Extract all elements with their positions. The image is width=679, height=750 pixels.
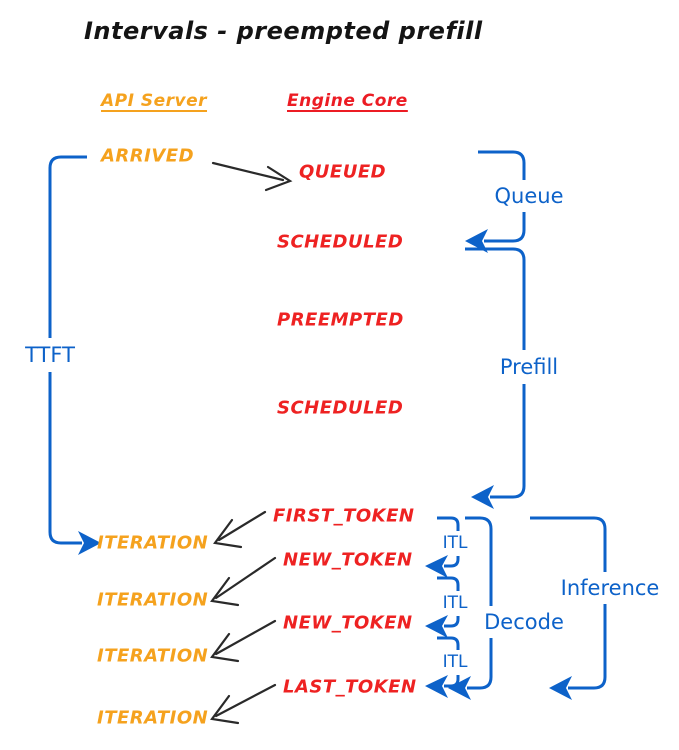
inference-arrowhead [549,676,572,700]
arrow-last-token-to-iteration [214,683,277,718]
decode-bracket [465,516,493,606]
interval-label-inference: Inference [560,576,660,600]
state-scheduled-1: SCHEDULED [277,231,404,253]
state-arrived: ARRIVED [101,145,195,167]
interval-label-queue: Queue [494,184,564,208]
state-new-token-2: NEW_TOKEN [283,612,413,634]
ttft-bracket [48,155,87,338]
prefill-bracket-lower [490,384,526,499]
state-new-token-1: NEW_TOKEN [283,549,413,571]
state-iteration-4: ITERATION [97,707,209,729]
state-iteration-3: ITERATION [97,645,209,667]
state-preempted: PREEMPTED [277,309,404,331]
arrow-new-token-head-2 [210,632,240,663]
interval-label-decode: Decode [484,610,564,634]
ttft-bracket-lower [48,372,82,545]
arrow-new-token-to-iteration-1 [214,556,277,600]
arrow-last-token-head [210,694,240,725]
decode-arrowhead [448,676,471,700]
arrow-new-token-to-iteration-2 [214,619,277,656]
queue-bracket [478,150,526,180]
interval-label-itl-2: ITL [442,593,468,613]
state-first-token: FIRST_TOKEN [273,505,415,527]
itl-arrowhead-1 [425,555,448,578]
column-header-engine-core: Engine Core [287,91,408,111]
state-iteration-2: ITERATION [97,589,209,611]
interval-label-itl-3: ITL [442,652,468,672]
column-header-api-server: API Server [101,91,208,111]
arrow-new-token-head-1 [210,576,240,607]
itl-bracket-2-lower [444,616,460,628]
itl-bracket-1 [437,516,460,531]
inference-bracket-lower [568,604,607,690]
arrow-first-token-to-iteration [217,510,267,542]
prefill-arrowhead [471,485,494,509]
queue-bracket-lower [484,212,526,243]
itl-arrowhead-2 [425,615,448,638]
state-iteration-1: ITERATION [97,532,209,554]
arrow-first-token-head [213,518,243,549]
itl-arrowhead-3 [425,675,448,698]
inference-bracket [530,516,607,572]
arrow-arrived-to-queued-head [264,165,293,192]
queue-arrowhead [465,229,488,253]
state-queued: QUEUED [299,161,387,183]
state-scheduled-2: SCHEDULED [277,397,404,419]
itl-bracket-3-lower [444,675,460,688]
interval-label-itl-1: ITL [442,533,468,553]
diagram-title: Intervals - preempted prefill [84,17,483,45]
decode-bracket-lower [467,638,493,690]
state-last-token: LAST_TOKEN [283,676,417,698]
arrow-arrived-to-queued [211,161,285,182]
itl-bracket-1-lower [444,556,460,568]
itl-bracket-3 [437,636,460,650]
interval-label-ttft: TTFT [25,343,75,367]
prefill-bracket [465,247,526,350]
interval-label-prefill: Prefill [499,355,559,379]
itl-bracket-2 [437,576,460,591]
